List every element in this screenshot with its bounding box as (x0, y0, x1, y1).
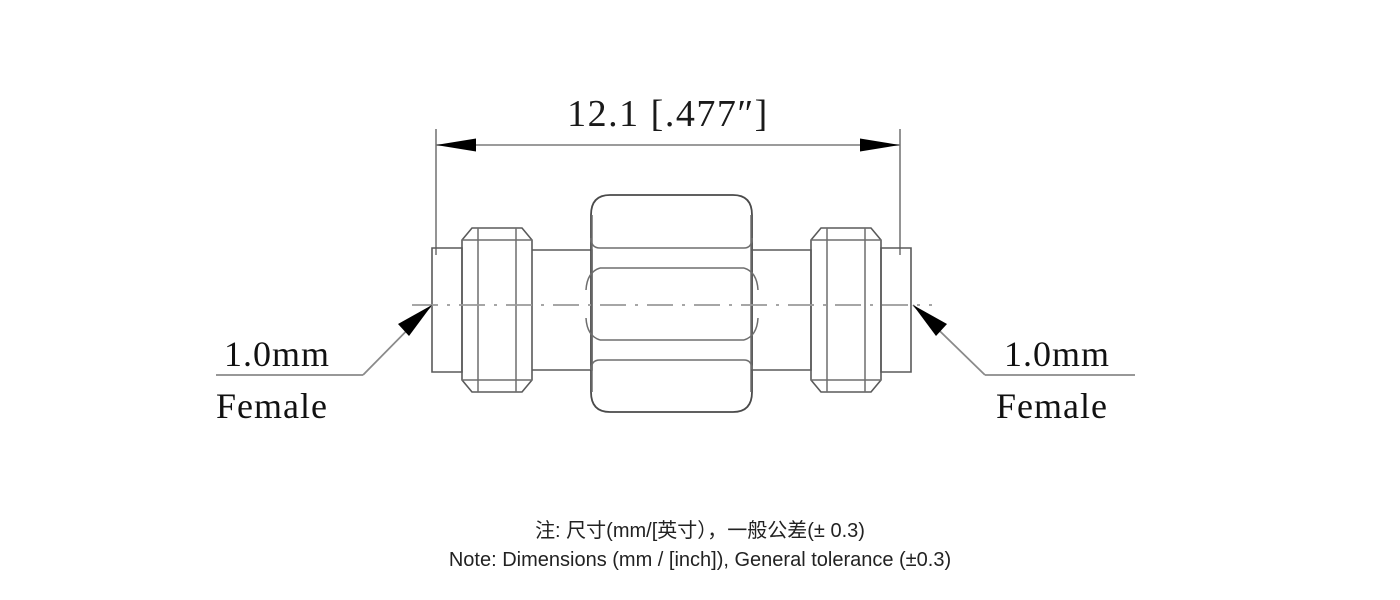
right-callout-line2: Female (996, 386, 1108, 426)
center-hex-body (585, 194, 759, 413)
left-collar-outer (431, 247, 463, 373)
dimension-arrowhead-left (436, 138, 476, 152)
overall-dimension-group: 12.1 [.477″] (435, 93, 901, 255)
left-hex-nut-outline (461, 227, 533, 393)
note-english: Note: Dimensions (mm / [inch]), General … (449, 549, 951, 571)
notes-group: 注: 尺寸(mm/[英寸），一般公差(± 0.3) Note: Dimensio… (449, 519, 951, 571)
right-shank-outline (751, 249, 812, 371)
left-shank-outline (532, 249, 593, 371)
left-female-interface (431, 227, 593, 393)
center-body-outline (590, 194, 753, 413)
left-callout-group: 1.0mm Female (216, 304, 433, 426)
right-hex-nut-outline (810, 227, 882, 393)
note-chinese: 注: 尺寸(mm/[英寸），一般公差(± 0.3) (535, 519, 865, 542)
right-callout-line1: 1.0mm (1004, 334, 1110, 374)
left-callout-arrowhead (398, 305, 432, 336)
right-collar-outer (880, 247, 912, 373)
center-body-right-chamfer (743, 237, 759, 371)
connector-assembly (412, 194, 932, 413)
left-callout-line1: 1.0mm (224, 334, 330, 374)
left-callout-line2: Female (216, 386, 328, 426)
right-callout-group: 1.0mm Female (912, 304, 1135, 426)
right-female-interface (751, 227, 912, 393)
center-body-left-chamfer (585, 237, 601, 371)
right-callout-arrowhead (913, 305, 947, 336)
dimension-arrowhead-right (860, 138, 900, 152)
overall-dimension-label: 12.1 [.477″] (567, 93, 769, 135)
